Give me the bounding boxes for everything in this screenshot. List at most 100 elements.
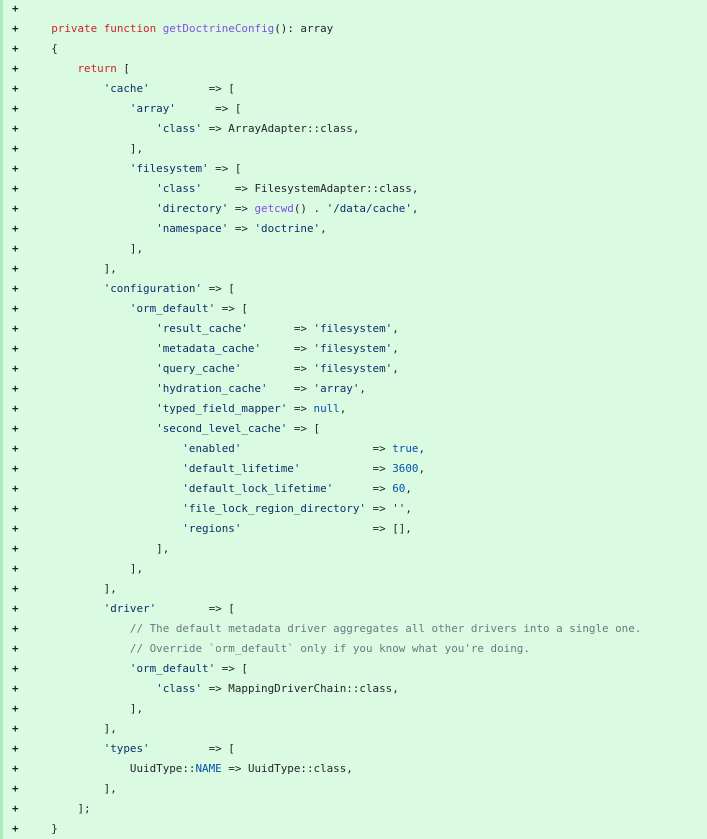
code-text: } — [25, 819, 58, 839]
diff-added-marker: + — [12, 482, 19, 495]
token: , — [392, 322, 399, 335]
diff-line: + // Override `orm_default` only if you … — [3, 639, 707, 659]
diff-line: + 'configuration' => [ — [3, 279, 707, 299]
diff-line: + 'enabled' => true, — [3, 439, 707, 459]
diff-added-marker: + — [12, 622, 19, 635]
token — [25, 342, 156, 355]
token-str: 'hydration_cache' — [156, 382, 268, 395]
token: => — [287, 402, 314, 415]
diff-line: + 'default_lock_lifetime' => 60, — [3, 479, 707, 499]
token: , — [405, 502, 412, 515]
token: => — [365, 502, 393, 515]
token: => [ — [149, 82, 235, 95]
token-str: 'namespace' — [156, 222, 229, 235]
diff-added-marker: + — [12, 542, 19, 555]
token-str: 'filesystem' — [129, 162, 209, 175]
token-com: // Override `orm_default` only if you kn… — [129, 642, 530, 655]
diff-line: + ], — [3, 259, 707, 279]
token — [25, 122, 156, 135]
diff-line: + 'metadata_cache' => 'filesystem', — [3, 339, 707, 359]
diff-line: + ], — [3, 579, 707, 599]
diff-line: + 'class' => FilesystemAdapter::class, — [3, 179, 707, 199]
code-text: 'driver' => [ — [25, 599, 235, 619]
code-text: 'result_cache' => 'filesystem', — [25, 319, 399, 339]
diff-line: + 'regions' => [], — [3, 519, 707, 539]
token — [25, 642, 130, 655]
diff-line: + 'typed_field_mapper' => null, — [3, 399, 707, 419]
code-text: private function getDoctrineConfig(): ar… — [25, 19, 333, 39]
diff-added-marker: + — [12, 82, 19, 95]
token: , — [339, 402, 347, 415]
diff-line: + 'file_lock_region_directory' => '', — [3, 499, 707, 519]
token-str: 'types' — [103, 742, 150, 755]
token-str: 'filesystem' — [313, 342, 393, 355]
code-text: 'second_level_cache' => [ — [25, 419, 320, 439]
token-str: '' — [392, 502, 406, 515]
token-kw: function — [103, 22, 157, 35]
code-text: return [ — [25, 59, 129, 79]
diff-line: + 'orm_default' => [ — [3, 659, 707, 679]
token: ], — [25, 582, 117, 595]
diff-added-marker: + — [12, 602, 19, 615]
token — [25, 82, 104, 95]
diff-line: + 'second_level_cache' => [ — [3, 419, 707, 439]
token: } — [25, 822, 58, 835]
token — [25, 302, 130, 315]
diff-added-marker: + — [12, 122, 19, 135]
diff-added-marker: + — [12, 362, 19, 375]
diff-line: + ], — [3, 539, 707, 559]
diff-added-marker: + — [12, 702, 19, 715]
token-str: 'class' — [156, 682, 203, 695]
diff-added-marker: + — [12, 382, 19, 395]
code-text: 'query_cache' => 'filesystem', — [25, 359, 399, 379]
token-str: 'configuration' — [103, 282, 203, 295]
token: => [ — [215, 662, 248, 675]
code-text: 'enabled' => true, — [25, 439, 425, 459]
token-str: 'default_lock_lifetime' — [182, 482, 334, 495]
token: => — [267, 382, 314, 395]
diff-line: + 'orm_default' => [ — [3, 299, 707, 319]
token — [25, 362, 156, 375]
code-text: { — [25, 39, 58, 59]
diff-line: + — [3, 0, 707, 19]
token — [25, 322, 156, 335]
diff-added-marker: + — [12, 422, 19, 435]
token — [25, 402, 156, 415]
diff-line: + 'directory' => getcwd() . '/data/cache… — [3, 199, 707, 219]
token-str: 'orm_default' — [129, 302, 216, 315]
diff-added-marker: + — [12, 102, 19, 115]
diff-added-marker: + — [12, 762, 19, 775]
token — [25, 62, 77, 75]
diff-added-marker: + — [12, 402, 19, 415]
diff-line: + 'class' => MappingDriverChain::class, — [3, 679, 707, 699]
token: => MappingDriverChain::class, — [202, 682, 399, 695]
code-text: 'default_lock_lifetime' => 60, — [25, 479, 412, 499]
token: => — [241, 442, 393, 455]
token — [25, 662, 130, 675]
diff-added-marker: + — [12, 282, 19, 295]
diff-line: + 'class' => ArrayAdapter::class, — [3, 119, 707, 139]
code-text: ], — [25, 779, 117, 799]
code-text: ], — [25, 259, 117, 279]
code-text: 'hydration_cache' => 'array', — [25, 379, 366, 399]
diff-added-marker: + — [12, 342, 19, 355]
diff-added-marker: + — [12, 522, 19, 535]
token-str: 'result_cache' — [156, 322, 248, 335]
diff-added-marker: + — [12, 262, 19, 275]
token: () . — [293, 202, 327, 215]
token: ], — [25, 542, 170, 555]
code-text: ]; — [25, 799, 90, 819]
diff-line: + ], — [3, 779, 707, 799]
token-str: 'enabled' — [182, 442, 242, 455]
diff-line: + 'array' => [ — [3, 99, 707, 119]
token: => — [247, 322, 314, 335]
diff-added-marker: + — [12, 562, 19, 575]
diff-added-marker: + — [12, 822, 19, 835]
diff-line: + 'query_cache' => 'filesystem', — [3, 359, 707, 379]
token: => [ — [215, 302, 248, 315]
diff-added-marker: + — [12, 302, 19, 315]
diff-added-marker: + — [12, 642, 19, 655]
code-text: 'configuration' => [ — [25, 279, 235, 299]
token: => — [228, 222, 255, 235]
diff-added-marker: + — [12, 442, 19, 455]
